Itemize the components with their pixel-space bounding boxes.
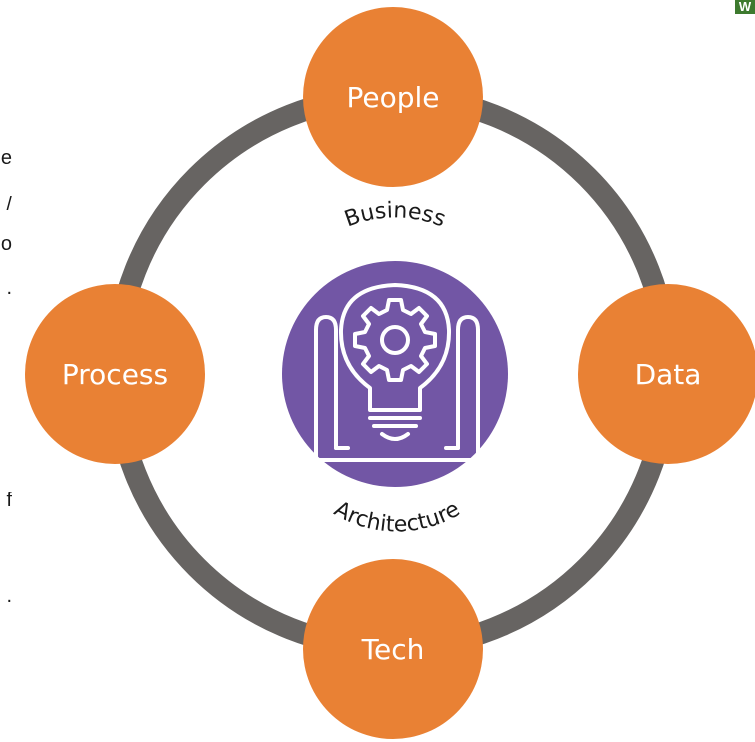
node-process-circle — [25, 284, 205, 464]
node-process-label: Process — [62, 358, 168, 391]
arc-title-top: Business — [341, 198, 449, 232]
node-people: People — [303, 7, 483, 187]
node-tech-label: Tech — [361, 633, 425, 666]
text-fragment: o — [0, 236, 12, 252]
arc-title-bottom: Architecture — [330, 497, 464, 538]
text-fragment: f — [6, 492, 12, 508]
lightbulb-gear-blueprint-icon — [314, 283, 480, 462]
node-people-label: People — [346, 81, 439, 114]
center-hub-circle — [282, 261, 508, 487]
text-fragment: . — [6, 588, 12, 604]
node-data-circle — [578, 284, 755, 464]
node-tech: Tech — [303, 559, 483, 739]
node-people-circle — [303, 7, 483, 187]
node-process: Process — [25, 284, 205, 464]
corner-logo: W — [735, 0, 755, 14]
node-data-label: Data — [635, 358, 702, 391]
text-fragment: e — [0, 150, 12, 166]
text-fragment: . — [6, 280, 12, 296]
center-hub: Business Architecture — [282, 198, 508, 538]
node-data: Data — [578, 284, 755, 464]
text-fragment: / — [6, 196, 12, 212]
node-tech-circle — [303, 559, 483, 739]
